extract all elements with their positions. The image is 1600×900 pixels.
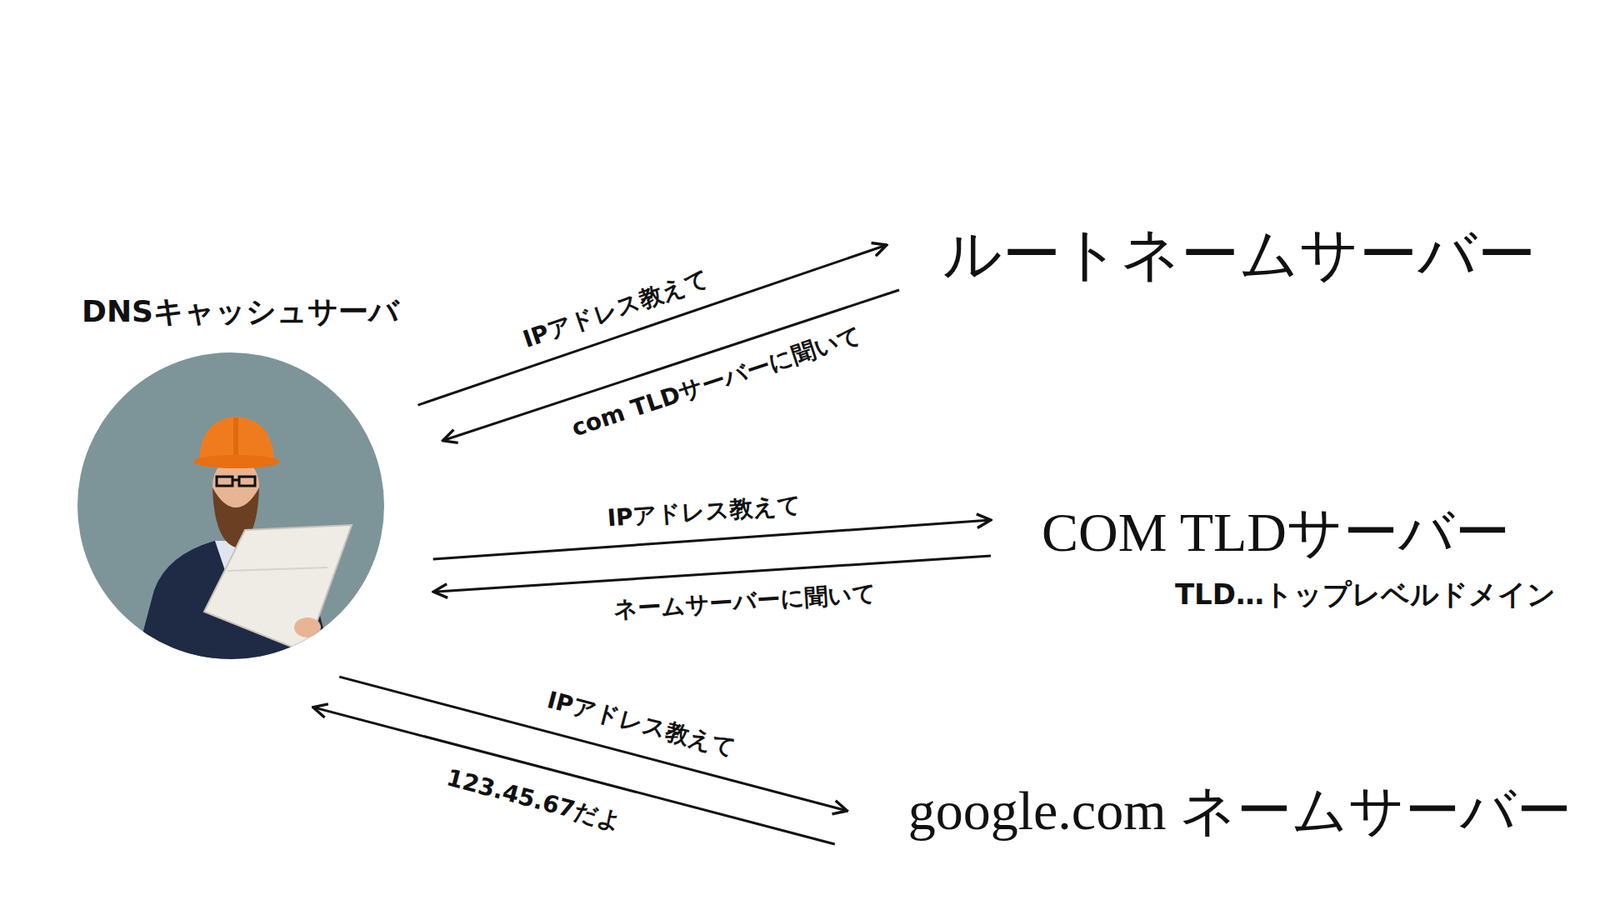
glasses bbox=[216, 476, 233, 486]
edge-label: 123.45.67だよ bbox=[440, 762, 629, 837]
edge-label: IPアドレス教えて bbox=[541, 685, 744, 764]
edge-label: com TLDサーバーに聞いて bbox=[565, 320, 869, 444]
arrow-connector bbox=[339, 676, 848, 811]
arrow-connector bbox=[433, 520, 991, 560]
hand bbox=[294, 617, 321, 638]
server-name: ルートネームサーバー bbox=[942, 220, 1536, 290]
arrow-connector bbox=[442, 290, 900, 441]
glasses bbox=[232, 479, 240, 482]
edge-label: IPアドレス教えて bbox=[515, 263, 715, 355]
arrow-connector bbox=[433, 555, 991, 592]
portrait-background bbox=[77, 352, 385, 660]
note-text: TLD…トップレベルドメイン bbox=[1041, 577, 1556, 612]
arrow-connector bbox=[418, 245, 887, 405]
engineer-portrait bbox=[77, 352, 385, 660]
google-name-server: google.com ネームサーバー bbox=[908, 777, 1572, 844]
engineer-figure bbox=[135, 416, 352, 660]
edge-label: ネームサーバーに聞いて bbox=[609, 579, 880, 625]
glasses bbox=[239, 476, 255, 486]
edge-label: IPアドレス教えて bbox=[603, 490, 806, 533]
paper-sheet bbox=[204, 525, 352, 653]
arrow-connector bbox=[313, 707, 835, 845]
root-name-server: ルートネームサーバー bbox=[942, 220, 1536, 290]
hard-hat bbox=[199, 416, 275, 461]
com-tld-server: COM TLDサーバー TLD…トップレベルドメイン bbox=[1041, 499, 1556, 611]
server-name: google.com ネームサーバー bbox=[908, 777, 1572, 844]
hard-hat-brim bbox=[193, 455, 280, 469]
paper-fold bbox=[227, 567, 328, 571]
hard-hat-ridge bbox=[233, 417, 239, 460]
server-heading: DNSキャッシュサーバ bbox=[81, 293, 420, 330]
cache-server-node: DNSキャッシュサーバ bbox=[77, 293, 420, 660]
server-name: COM TLDサーバー bbox=[1041, 499, 1510, 565]
